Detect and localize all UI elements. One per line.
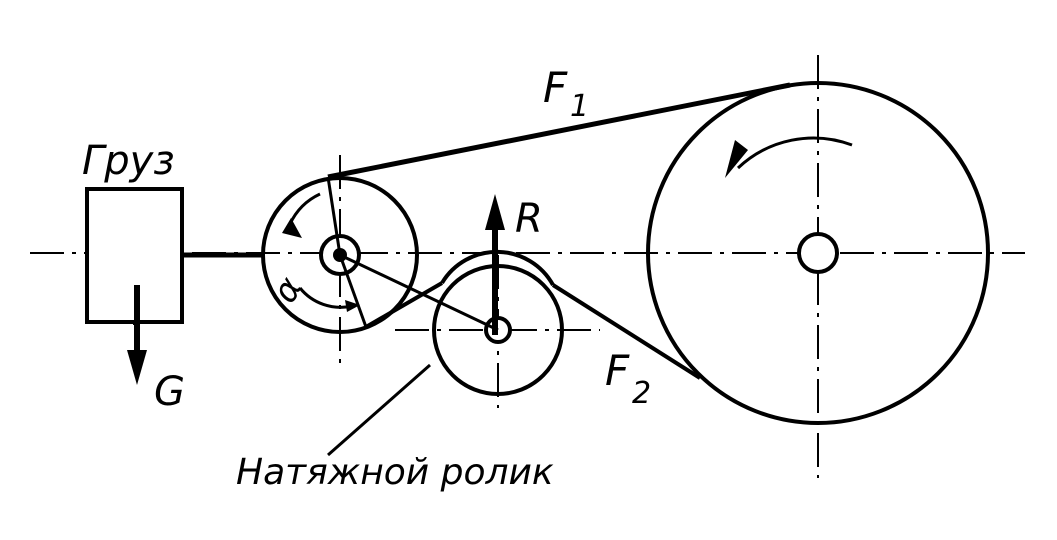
- reaction-label: R: [515, 196, 543, 242]
- svg-text:F: F: [543, 63, 568, 112]
- wrap-angle-lines: [326, 176, 499, 332]
- wrap-angle-label: α: [265, 270, 311, 309]
- drum-rotation-arrow-icon: [282, 218, 360, 312]
- reaction-arrow: [485, 194, 505, 335]
- weight-arrow: [127, 285, 147, 385]
- slack-tension-label: F 2: [605, 346, 651, 411]
- idler-label: Натяжной ролик: [236, 452, 554, 493]
- tight-tension-label: F 1: [543, 63, 589, 124]
- drum: [261, 176, 419, 334]
- weight-label: G: [154, 369, 185, 415]
- belt-drum-to-idler: [364, 281, 444, 329]
- svg-text:2: 2: [632, 376, 651, 411]
- big-pulley-hub: [797, 232, 839, 274]
- belt-slack-side: [551, 283, 702, 380]
- load-label: Груз: [82, 138, 175, 184]
- svg-text:1: 1: [570, 89, 589, 124]
- rotation-arrow-icon: [725, 136, 853, 178]
- belt-idler-wrap: [440, 249, 555, 286]
- svg-text:F: F: [605, 346, 630, 395]
- idler-leader-line: [327, 363, 431, 457]
- belt-tight-side: [327, 82, 791, 180]
- big-pulley: [646, 81, 990, 425]
